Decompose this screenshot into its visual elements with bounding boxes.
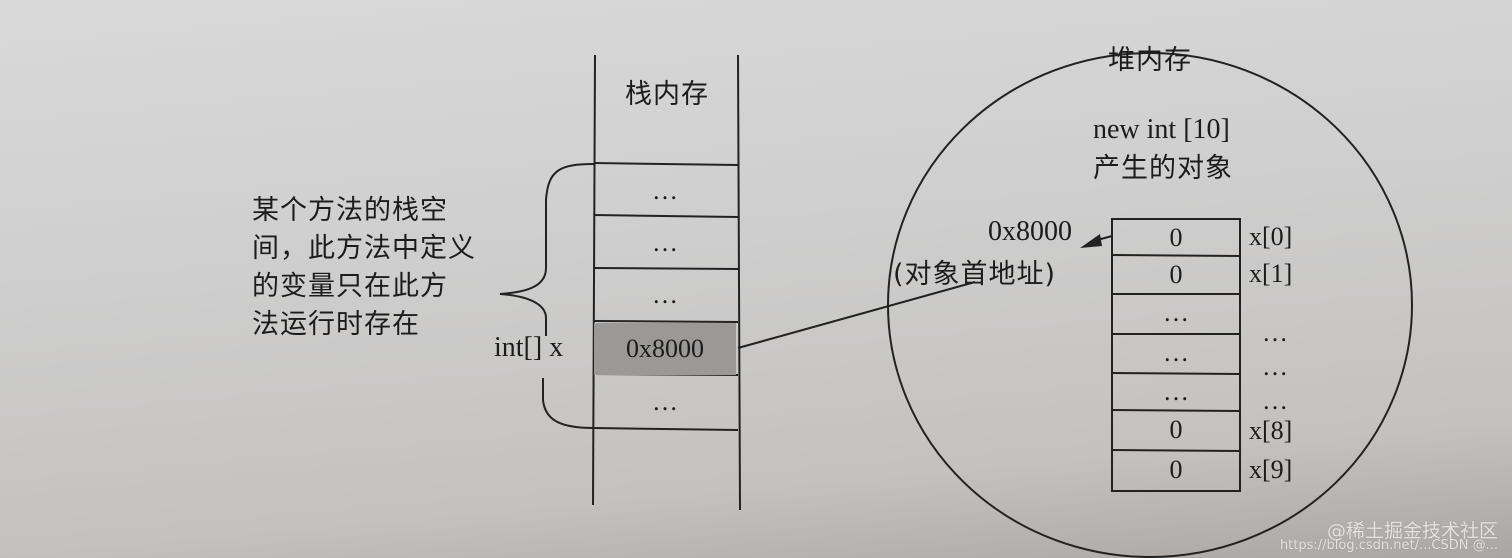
stack-cell: … [652, 387, 678, 416]
heap-object-caption: 产生的对象 [1093, 153, 1233, 184]
heap-cell: … [1163, 298, 1189, 327]
heap-index-label: x[0] [1249, 222, 1293, 251]
annotation-line: 的变量只在此方 [252, 271, 448, 302]
heap-address-label: 0x8000 [988, 216, 1072, 247]
annotation-line: 法运行时存在 [252, 309, 420, 340]
heap-object-label: new int [10] [1093, 114, 1230, 145]
stack-cell-reference: 0x8000 [594, 323, 736, 375]
brace-annotation: 某个方法的栈空 间，此方法中定义 的变量只在此方 法运行时存在 [252, 192, 476, 344]
stack-memory-title: 栈内存 [625, 79, 709, 110]
heap-index-label: x[9] [1249, 455, 1293, 484]
heap-address-note: (对象首地址) [893, 259, 1057, 290]
annotation-line: 某个方法的栈空 [252, 195, 448, 226]
heap-index-label: x[8] [1249, 416, 1293, 445]
heap-cell: … [1163, 338, 1189, 367]
watermark-line2: https://blog.csdn.net/...CSDN @... [1279, 538, 1498, 553]
stack-cell: … [652, 228, 678, 257]
heap-cell: 0 [1169, 415, 1183, 444]
heap-index-label: … [1262, 352, 1288, 381]
heap-index-label: … [1262, 386, 1288, 415]
watermark-line1: @稀土掘金技术社区 [1326, 520, 1498, 542]
variable-label: int[] x [494, 332, 564, 363]
stack-cell: … [652, 176, 678, 205]
annotation-line: 间，此方法中定义 [252, 233, 476, 264]
heap-memory-title: 堆内存 [1108, 45, 1192, 76]
heap-index-label: … [1262, 318, 1288, 347]
heap-cell: … [1163, 377, 1189, 406]
heap-cell: 0 [1169, 223, 1183, 252]
heap-index-label: x[1] [1249, 259, 1293, 288]
heap-cell: 0 [1169, 455, 1183, 484]
stack-cell: … [652, 280, 678, 309]
heap-cell: 0 [1169, 260, 1183, 289]
